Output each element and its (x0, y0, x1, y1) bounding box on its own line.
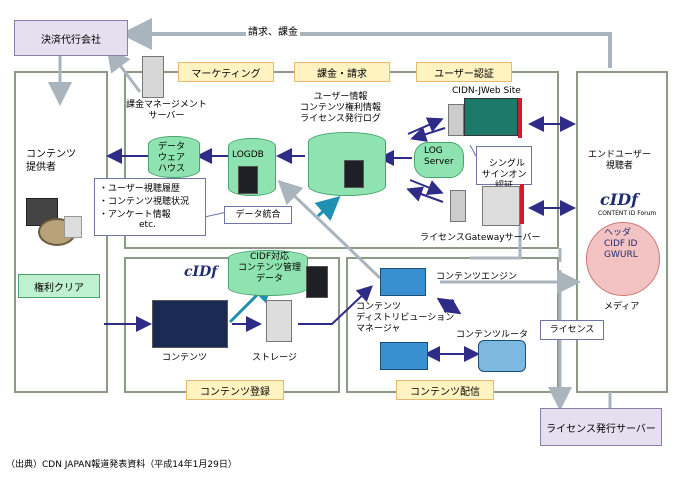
gateway-servers (450, 184, 526, 228)
license-server-label: ライセンス発行サーバー (546, 423, 656, 435)
rights-clear-label: 権利クリア (34, 282, 84, 294)
settlement-agent-box: 決済代行会社 (14, 20, 128, 56)
log-server-box (414, 142, 464, 178)
tag-content-registration: コンテンツ登録 (186, 380, 284, 400)
header-label: ヘッダ CIDF ID GWURL (604, 228, 638, 260)
end-user-label: エンドユーザー 視聴者 (588, 150, 651, 171)
marketing-list-box: ・ユーザー視聴履歴 ・コンテンツ視聴状況 ・アンケート情報 etc. (94, 178, 206, 236)
logdb-book-icon (238, 166, 258, 194)
user-info-label: ユーザー情報 コンテンツ権利情報 ライセンス発行ログ (300, 92, 382, 124)
user-info-book-icon (344, 160, 364, 188)
storage-icon (266, 300, 292, 342)
dwh-cylinder (148, 136, 200, 178)
tag-content-delivery: コンテンツ配信 (396, 380, 494, 400)
media-disc-icon (586, 222, 660, 296)
cidf-forum-label: CONTENT ID Forum (598, 210, 657, 217)
billing-flow-label: 請求、課金 (246, 27, 300, 38)
list-item: etc. (139, 220, 156, 230)
film-reel-icon (24, 196, 82, 248)
cidf-mgmt-book-icon (306, 266, 328, 298)
content-screen-icon (152, 300, 228, 348)
distribution-manager-icon (380, 342, 428, 370)
billing-server-label: 課金マネージメント サーバー (126, 100, 207, 121)
list-item: ・ユーザー視聴履歴 (99, 184, 180, 194)
rights-clear-box: 権利クリア (18, 274, 100, 298)
cidf-mgmt-label: CIDF対応 コンテンツ管理 データ (238, 252, 302, 284)
distribution-manager-label: コンテンツ ディストリビューション マネージャ (356, 302, 455, 334)
sso-box: シングル サインオン 認証 (476, 146, 532, 191)
license-server-box: ライセンス発行サーバー (540, 408, 662, 446)
list-item: ・アンケート情報 (99, 210, 171, 220)
log-server-label: LOG Server (424, 146, 454, 167)
tag-marketing: マーケティング (178, 62, 274, 82)
settlement-agent-label: 決済代行会社 (41, 34, 101, 46)
media-label: メディア (604, 302, 640, 312)
logdb-label: LOGDB (232, 150, 264, 160)
tag-user-auth: ユーザー認証 (416, 62, 512, 82)
data-integration-box: データ統合 (224, 206, 292, 224)
list-item: ・コンテンツ視聴状況 (99, 197, 190, 207)
dwh-label: データ ウェア ハウス (158, 142, 186, 174)
storage-label: ストレージ (252, 353, 297, 363)
cidf-logo-right: cIDf (600, 190, 638, 209)
gateway-label: ライセンスGatewayサーバー (420, 233, 541, 243)
content-router-icon (478, 340, 526, 372)
provider-label: コンテンツ 提供者 (26, 149, 76, 173)
cidf-logo: cIDf (184, 264, 218, 280)
content-engine-label: コンテンツエンジン (436, 272, 518, 282)
cidn-web-label: CIDN-JWeb Site (452, 86, 521, 96)
tag-billing: 課金・請求 (294, 62, 390, 82)
content-engine-icon (380, 268, 426, 296)
source-note: （出典）CDN JAPAN報道発表資料（平成14年1月29日） (6, 460, 237, 470)
content-label: コンテンツ (162, 353, 208, 363)
content-router-label: コンテンツルータ (456, 330, 529, 340)
web-site-servers (448, 98, 524, 138)
billing-server-icon (142, 56, 164, 98)
license-box: ライセンス (540, 320, 604, 340)
